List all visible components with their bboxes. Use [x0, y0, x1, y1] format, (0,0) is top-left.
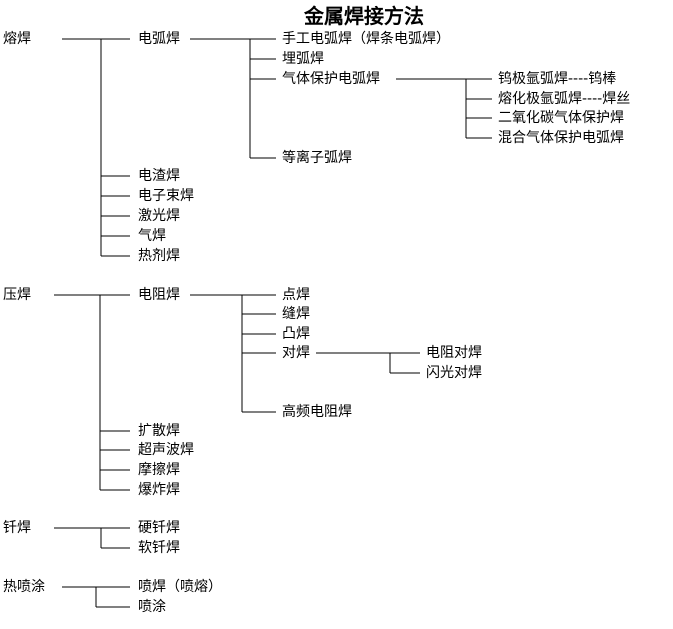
node-soft-brazing: 软钎焊	[138, 540, 180, 556]
node-friction-welding: 摩擦焊	[138, 462, 180, 478]
node-resistance-butt-welding: 电阻对焊	[426, 345, 482, 361]
node-flash-butt-welding: 闪光对焊	[426, 365, 482, 381]
node-gas-shielded-arc-welding: 气体保护电弧焊	[282, 71, 380, 87]
diagram-title: 金属焊接方法	[304, 4, 424, 28]
node-projection-welding: 凸焊	[282, 326, 310, 342]
node-electron-beam-welding: 电子束焊	[138, 188, 194, 204]
node-spray-welding: 喷焊（喷熔）	[138, 579, 222, 595]
node-mixed-gas-welding: 混合气体保护电弧焊	[498, 130, 624, 146]
node-explosive-welding: 爆炸焊	[138, 482, 180, 498]
node-diffusion-welding: 扩散焊	[138, 423, 180, 439]
node-hf-resistance-welding: 高频电阻焊	[282, 404, 352, 420]
node-plasma-arc-welding: 等离子弧焊	[282, 150, 352, 166]
node-ultrasonic-welding: 超声波焊	[138, 442, 194, 458]
node-butt-welding: 对焊	[282, 345, 310, 361]
node-hard-brazing: 硬钎焊	[138, 520, 180, 536]
node-manual-arc-welding: 手工电弧焊（焊条电弧焊）	[282, 31, 450, 47]
node-tig-welding: 钨极氩弧焊----钨棒	[498, 71, 617, 87]
node-pressure-welding: 压焊	[3, 287, 31, 303]
node-brazing: 钎焊	[3, 520, 31, 536]
node-co2-welding: 二氧化碳气体保护焊	[498, 110, 624, 126]
node-thermite-welding: 热剂焊	[138, 248, 180, 264]
node-fusion-welding: 熔焊	[3, 31, 31, 47]
node-gas-welding: 气焊	[138, 228, 166, 244]
node-mig-welding: 熔化极氩弧焊----焊丝	[498, 91, 631, 107]
node-seam-welding: 缝焊	[282, 306, 310, 322]
node-thermal-spray: 热喷涂	[3, 579, 45, 595]
node-laser-welding: 激光焊	[138, 208, 180, 224]
node-submerged-arc-welding: 埋弧焊	[282, 51, 324, 67]
node-arc-welding: 电弧焊	[138, 31, 180, 47]
node-electroslag-welding: 电渣焊	[138, 168, 180, 184]
node-spray-coating: 喷涂	[138, 599, 166, 615]
node-spot-welding: 点焊	[282, 287, 310, 303]
node-resistance-welding: 电阻焊	[138, 287, 180, 303]
